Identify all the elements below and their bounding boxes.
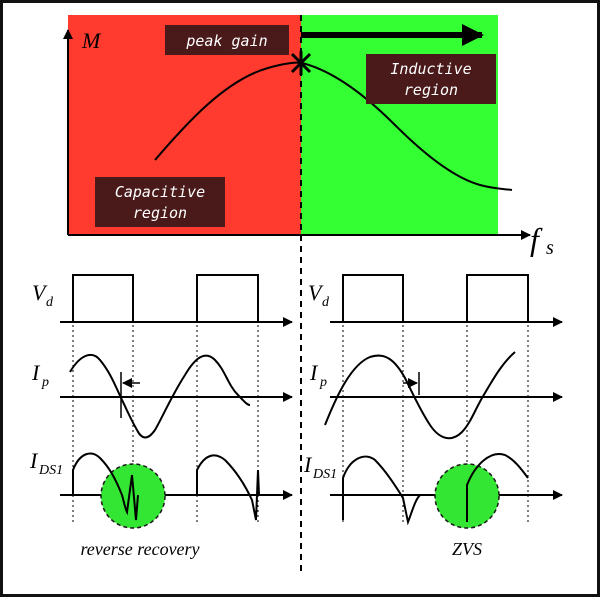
peak-gain-label: peak gain (165, 25, 289, 55)
left-ip-label: I p (31, 360, 49, 390)
left-ids-wave (72, 452, 260, 521)
right-vd-label: V d (308, 280, 330, 310)
capacitive-region-label: Capacitive region (95, 177, 225, 227)
svg-text:d: d (322, 295, 330, 310)
fs-axis-label: f s (530, 221, 554, 259)
left-caption: reverse recovery (80, 539, 199, 559)
svg-text:p: p (319, 375, 327, 390)
gain-curve (154, 61, 513, 191)
inductive-region (301, 15, 498, 235)
right-ip-label: I p (309, 360, 327, 390)
svg-text:I: I (309, 360, 319, 385)
svg-text:DS1: DS1 (312, 467, 337, 482)
svg-text:V: V (308, 280, 324, 305)
svg-text:s: s (546, 237, 554, 259)
svg-text:I: I (303, 452, 313, 477)
svg-text:peak gain: peak gain (185, 32, 267, 50)
right-waveform-panel: V d I p I DS1 ZVS (303, 274, 563, 559)
right-ids-label: I DS1 (303, 452, 337, 482)
svg-text:DS1: DS1 (38, 463, 63, 478)
svg-text:d: d (46, 295, 54, 310)
svg-text:p: p (41, 375, 49, 390)
svg-text:I: I (29, 448, 39, 473)
left-waveform-panel: V d I p I DS1 reverse recovery (29, 274, 293, 559)
left-ip-wave (69, 353, 251, 439)
left-ids-label: I DS1 (29, 448, 63, 478)
svg-text:Capacitive: Capacitive (115, 183, 205, 201)
svg-text:V: V (32, 280, 48, 305)
m-axis-label: M (81, 28, 102, 53)
svg-text:region: region (404, 81, 458, 99)
right-caption: ZVS (452, 539, 482, 559)
left-vd-wave (72, 274, 259, 322)
inductive-region-label: Inductive region (366, 54, 496, 104)
svg-text:region: region (133, 204, 187, 222)
svg-text:Inductive: Inductive (390, 60, 471, 78)
right-ip-wave (324, 351, 516, 440)
svg-text:I: I (31, 360, 41, 385)
resonant-converter-diagram: M f s peak gain Inductive region Capacit… (29, 15, 563, 572)
left-vd-label: V d (32, 280, 54, 310)
right-vd-wave (342, 274, 529, 322)
right-ids-wave (342, 453, 529, 526)
svg-text:f: f (530, 221, 543, 257)
